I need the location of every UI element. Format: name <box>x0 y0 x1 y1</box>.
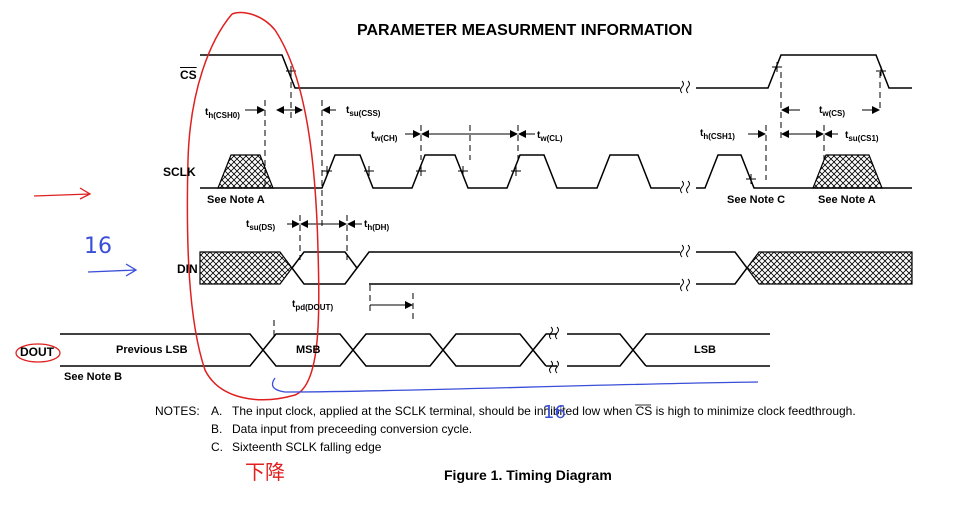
handwritten-chinese-note: 下降 <box>245 460 285 484</box>
figure-caption: Figure 1. Timing Diagram <box>444 467 612 483</box>
note-c-text: Sixteenth SCLK falling edge <box>232 440 382 454</box>
sclk-see-note-c: See Note C <box>727 194 786 206</box>
note-b-letter: B. <box>211 422 223 436</box>
handwritten-16-din: 16 <box>84 234 112 259</box>
tw-cl-label: tw(CL) <box>537 130 563 143</box>
dout-see-note-b: See Note B <box>64 371 123 383</box>
red-arrow <box>33 187 92 200</box>
note-a-letter: A. <box>211 404 223 418</box>
sclk-signal-label: SCLK <box>163 165 196 179</box>
timing-arrows <box>245 106 880 309</box>
handwritten-16-bottom: 16 <box>543 402 566 423</box>
dout-previous-lsb: Previous LSB <box>116 344 188 356</box>
sclk-see-note-a-left: See Note A <box>207 194 265 206</box>
tpd-dout-label: tpd(DOUT) <box>292 299 334 312</box>
notes-heading: NOTES: <box>155 404 200 418</box>
handwritten-annotations <box>15 11 759 401</box>
tsu-cs1-label: tsu(CS1) <box>845 130 879 143</box>
blue-arrow <box>87 263 138 277</box>
sclk-see-note-a-right: See Note A <box>818 194 876 206</box>
tsu-ds-label: tsu(DS) <box>246 219 276 232</box>
note-c-letter: C. <box>211 440 223 454</box>
tw-ch-label: tw(CH) <box>371 130 398 143</box>
sclk-waveform <box>200 154 912 194</box>
tsu-css-label: tsu(CSS) <box>346 105 381 118</box>
din-waveform <box>199 244 913 292</box>
th-csh1-label: th(CSH1) <box>700 128 735 141</box>
th-dh-label: th(DH) <box>364 219 390 232</box>
dout-lsb: LSB <box>694 344 716 356</box>
th-csh0-label: th(CSH0) <box>205 107 240 120</box>
tw-cs-label: tw(CS) <box>819 105 846 118</box>
red-loop-mark <box>186 11 320 401</box>
reference-lines <box>264 72 881 336</box>
page-title: PARAMETER MEASURMENT INFORMATION <box>357 22 693 39</box>
dout-signal-label: DOUT <box>20 345 54 359</box>
cs-waveform <box>200 54 912 94</box>
dout-waveform <box>60 326 770 374</box>
dout-circle-mark <box>15 343 61 363</box>
din-signal-label: DIN <box>177 262 198 276</box>
dout-msb: MSB <box>296 344 321 356</box>
note-b-text: Data input from preceeding conversion cy… <box>232 422 473 436</box>
cs-signal-label: CS <box>180 68 197 82</box>
blue-underline <box>271 377 759 393</box>
note-a-text: The input clock, applied at the SCLK ter… <box>232 404 856 418</box>
